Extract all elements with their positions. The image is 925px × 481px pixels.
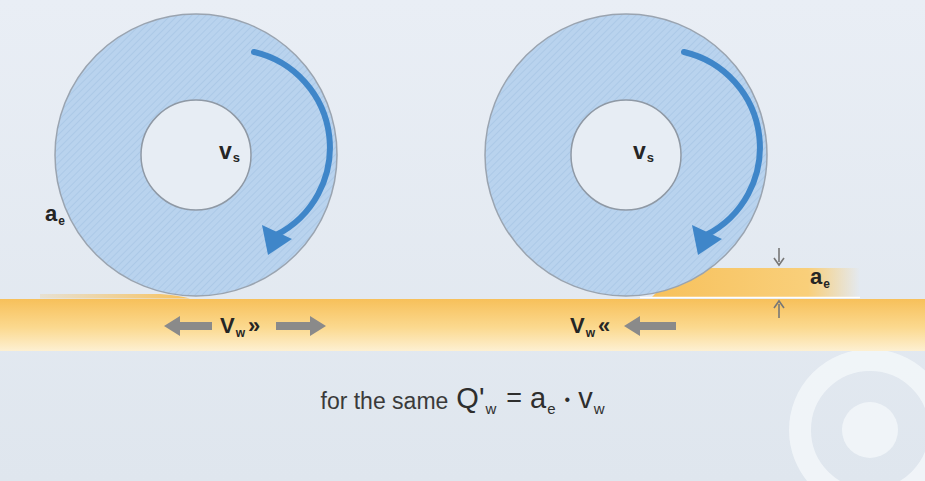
wheel-node: vs — [483, 12, 769, 298]
grinding-wheel — [53, 12, 339, 298]
symbol: V — [570, 315, 585, 337]
caption-text: for the same — [321, 390, 449, 413]
formula-operator: • — [565, 392, 571, 408]
speed-subscript: s — [647, 151, 654, 164]
symbol: a — [810, 266, 822, 288]
depth-arrow — [774, 301, 784, 308]
wheel-node: vs — [53, 12, 339, 298]
decor-dot — [842, 402, 898, 458]
symbol: » — [248, 315, 260, 337]
formula-symbol: a — [530, 384, 546, 413]
subscript: e — [823, 278, 830, 290]
subscript: w — [236, 327, 245, 339]
surface-line — [640, 297, 860, 299]
formula-symbol: v — [578, 384, 593, 413]
formula-operator: = — [506, 385, 522, 412]
depth-arrow — [774, 258, 784, 265]
formula-subscript: w — [485, 401, 496, 416]
grinding-wheel — [483, 12, 769, 298]
speed-symbol: v — [633, 140, 646, 163]
speed-symbol: v — [219, 140, 232, 163]
symbol: a — [45, 203, 57, 225]
formula-subscript: w — [594, 401, 605, 416]
feed-arrow — [276, 316, 326, 336]
speed-subscript: s — [233, 151, 240, 164]
symbol: V — [220, 315, 235, 337]
symbol: « — [598, 315, 610, 337]
removed-layer — [40, 294, 190, 299]
feed-arrow — [164, 316, 212, 336]
depth-arrow — [778, 248, 780, 262]
depth-arrow — [778, 304, 780, 318]
formula-symbol: Q' — [456, 384, 484, 413]
subscript: w — [586, 327, 595, 339]
feed-arrow — [624, 316, 676, 336]
formula-subscript: e — [547, 401, 555, 416]
decor-ring — [800, 360, 925, 481]
workpiece — [0, 299, 925, 351]
subscript: e — [58, 215, 65, 227]
